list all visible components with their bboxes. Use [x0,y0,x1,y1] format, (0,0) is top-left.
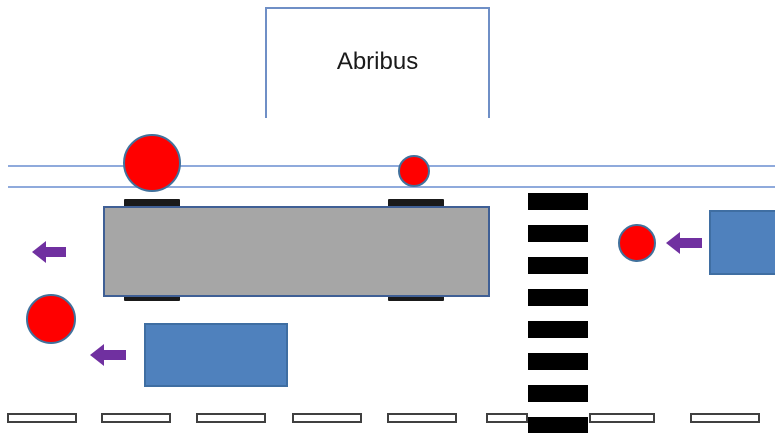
lane-dash [486,413,528,423]
left-arrow-icon [666,232,702,254]
left-arrow-icon [32,241,66,263]
car-right [709,210,775,275]
shelter-label: Abribus [336,48,419,75]
crosswalk-stripe [528,193,588,210]
left-arrow-icon [90,344,126,366]
crosswalk-stripe [528,385,588,402]
lane-dash [690,413,760,423]
lane-markings [7,413,760,423]
car-lower [144,323,288,387]
crosswalk-stripe [528,257,588,274]
bus-wheel-rear-top [388,199,444,208]
lane-dash [292,413,362,423]
pedestrian-large-sidewalk [123,134,181,192]
bus-wheel-front-top [124,199,180,208]
bus [103,206,490,297]
crosswalk-stripe [528,321,588,338]
pedestrian-left-road [26,294,76,344]
bus-shelter [265,7,490,118]
lane-dash [101,413,171,423]
crosswalk-stripe [528,225,588,242]
crosswalk-stripe [528,353,588,370]
lane-dash [387,413,457,423]
lane-dash [7,413,77,423]
lane-dash [589,413,655,423]
crosswalk-stripe [528,289,588,306]
pedestrian-right-road [618,224,656,262]
lane-dash [196,413,266,423]
pedestrian-small-sidewalk [398,155,430,187]
crosswalk-stripe [528,417,588,433]
crosswalk [528,193,588,433]
